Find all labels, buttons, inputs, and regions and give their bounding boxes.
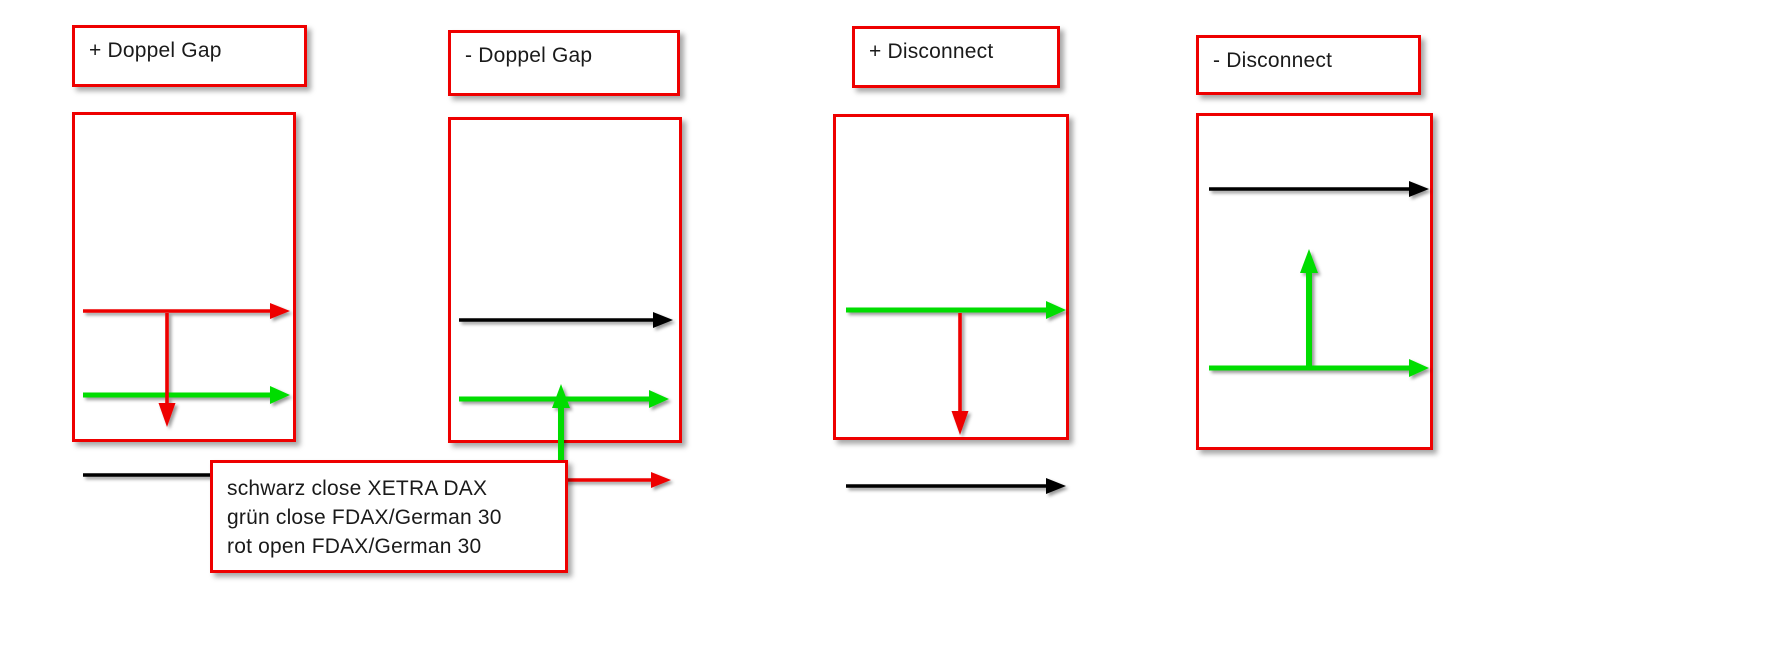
label-text: - Disconnect: [1213, 49, 1333, 72]
label-box-plus-doppel-gap: + Doppel Gap: [72, 25, 307, 87]
label-text: - Doppel Gap: [465, 44, 593, 67]
panel-arrows-plus-disconnect: [846, 301, 1066, 494]
legend-box: schwarz close XETRA DAX grün close FDAX/…: [210, 460, 568, 573]
panel-plus-disconnect: [833, 114, 1069, 494]
label-box-plus-disconnect: + Disconnect: [852, 26, 1060, 88]
legend-line-rot: rot open FDAX/German 30: [227, 534, 482, 558]
label-text: + Doppel Gap: [89, 39, 222, 62]
panel-arrows-minus-disconnect: [1209, 181, 1429, 377]
legend-line-schwarz: schwarz close XETRA DAX: [227, 477, 488, 500]
panel-minus-doppel-gap: [448, 117, 682, 488]
panel-minus-disconnect: [1196, 113, 1433, 450]
panel-plus-doppel-gap: [72, 112, 296, 483]
panel-arrows-plus-doppel-gap: [83, 303, 290, 483]
panel-arrows-minus-doppel-gap: [459, 312, 673, 488]
label-box-minus-disconnect: - Disconnect: [1196, 35, 1421, 95]
legend-line-gruen: grün close FDAX/German 30: [227, 505, 502, 529]
label-box-minus-doppel-gap: - Doppel Gap: [448, 30, 680, 96]
label-text: + Disconnect: [869, 40, 994, 63]
